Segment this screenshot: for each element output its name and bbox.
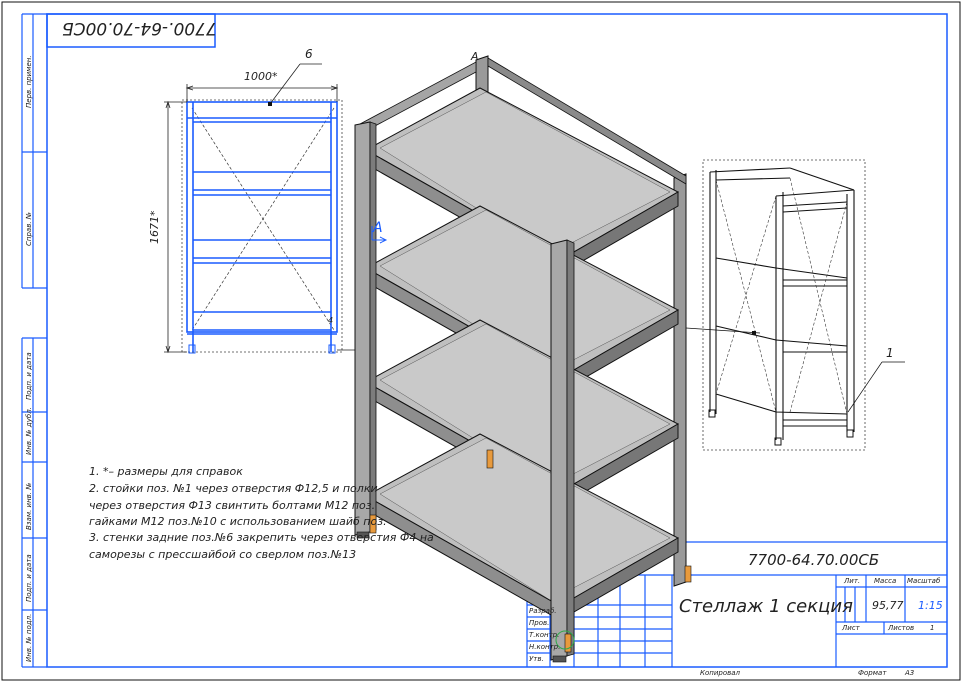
front-height-dimension: 1671* xyxy=(148,210,161,245)
side-label: Инв. № дубл. xyxy=(25,407,33,455)
note-line: 1. *– размеры для справок xyxy=(89,465,243,478)
mass-label: Масса xyxy=(874,577,897,585)
right-view xyxy=(702,159,905,451)
tb-row-label: Пров. xyxy=(529,619,550,627)
note-line: гайками М12 поз.№10 с использованием шай… xyxy=(89,515,387,528)
note-line: саморезы с прессшайбой со сверлом поз.№1… xyxy=(89,548,357,561)
side-label: Перв. примен. xyxy=(25,55,33,108)
format-label: Формат xyxy=(858,669,887,677)
format-value: А3 xyxy=(905,669,915,677)
note-line: через отверстия Ф13 свинтить болтами М12… xyxy=(89,499,376,512)
lit-label: Лит. xyxy=(844,577,861,585)
callout-6: 6 xyxy=(305,47,313,61)
drawing-title: Стеллаж 1 секция xyxy=(679,596,853,617)
side-label: Подп. и дата xyxy=(25,554,33,602)
note-line: 2. стойки поз. №1 через отверстия Ф12,5 … xyxy=(89,482,378,495)
side-strip xyxy=(21,13,47,668)
side-label: Справ. № xyxy=(25,211,33,246)
frame-border xyxy=(46,13,948,668)
tb-row-label: Утв. xyxy=(529,655,544,663)
stamp-top: 7700.-64-70.00СБ xyxy=(62,18,217,38)
doc-code: 7700-64.70.00СБ xyxy=(748,551,880,569)
front-width-dimension: 1000* xyxy=(244,70,278,83)
side-label: Взам. инв. № xyxy=(25,482,33,530)
mass-value: 95,77 xyxy=(872,599,904,612)
tb-row-label: Разраб. xyxy=(529,607,557,615)
scale-label: Масштаб xyxy=(907,577,941,585)
callout-1: 1 xyxy=(886,346,894,360)
shelves-group xyxy=(364,87,680,621)
sheets-value: 1 xyxy=(930,624,935,632)
note-line: 3. стенки задние поз.№6 закрепить через … xyxy=(89,531,434,544)
section-mark-a: A xyxy=(373,220,383,236)
scale-value: 1:15 xyxy=(918,599,943,612)
copied-label: Копировал xyxy=(700,669,740,677)
callout-4: 4 xyxy=(328,316,334,325)
front-view xyxy=(164,63,356,354)
section-mark-a-top: A xyxy=(471,50,479,63)
stamp-top-box xyxy=(46,13,216,48)
tb-row-label: Т.контр. xyxy=(529,631,560,639)
side-label: Подп. и дата xyxy=(25,352,33,400)
tb-row-label: Н.контр. xyxy=(529,643,561,651)
side-label: Инв. № подл. xyxy=(25,613,33,662)
sheets-label: Листов xyxy=(888,624,915,632)
sheet-label: Лист xyxy=(842,624,860,632)
shelf-panel xyxy=(379,437,671,601)
iso-shelving xyxy=(354,55,761,663)
